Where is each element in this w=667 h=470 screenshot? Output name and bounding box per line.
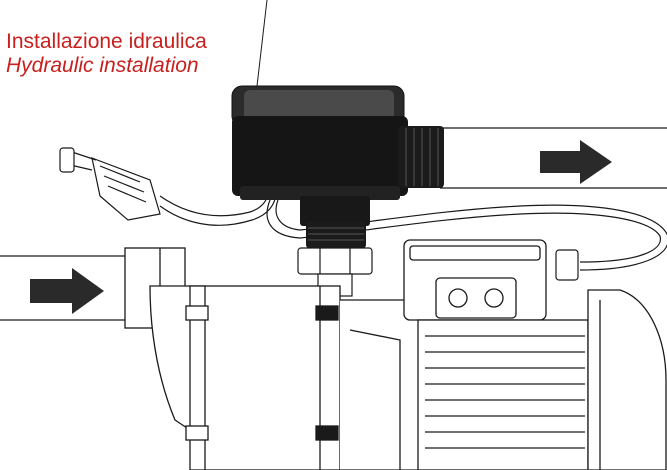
diagram-caption: Installazione idraulica Hydraulic instal… bbox=[6, 30, 207, 78]
caption-english: Hydraulic installation bbox=[6, 54, 199, 77]
pump-motor bbox=[403, 239, 667, 470]
pump-body bbox=[149, 285, 421, 470]
power-plug bbox=[59, 147, 161, 221]
caption-italian: Installazione idraulica bbox=[6, 30, 207, 53]
sensor-hose bbox=[299, 204, 667, 271]
outlet-pipe bbox=[440, 127, 667, 189]
flow-controller bbox=[231, 85, 444, 248]
hose-fitting bbox=[555, 249, 579, 281]
leader-line bbox=[256, 0, 268, 87]
outlet-flow-arrow bbox=[540, 140, 612, 184]
inlet-flow-arrow bbox=[30, 268, 104, 314]
